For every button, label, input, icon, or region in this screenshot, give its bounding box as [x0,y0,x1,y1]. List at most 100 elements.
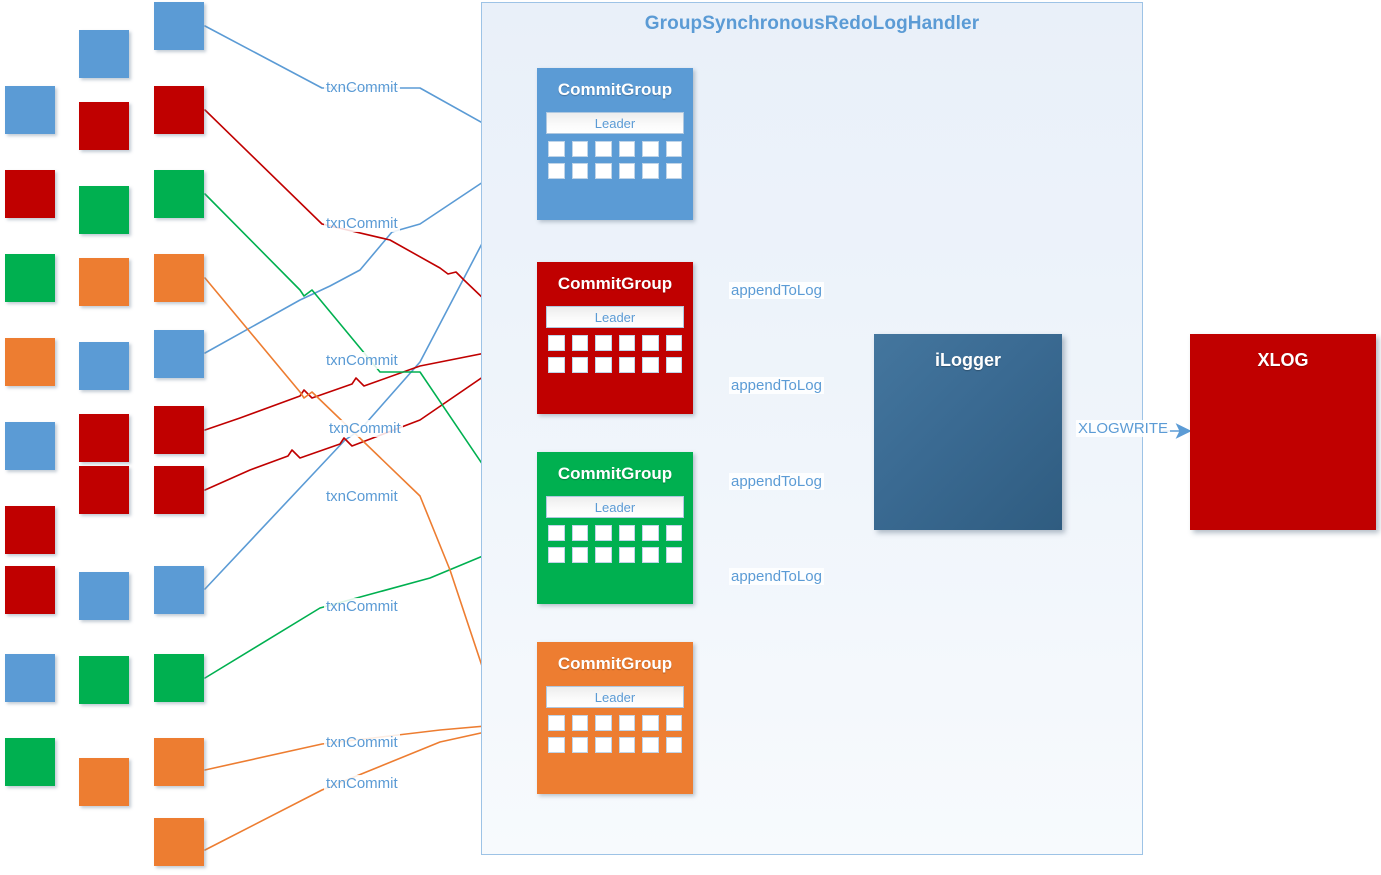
txn-square [79,102,129,150]
txn-square [5,86,55,134]
txn-square [154,170,204,218]
member-cell [665,335,682,351]
append-to-log-label: appendToLog [729,568,824,585]
txn-square [5,738,55,786]
txn-square [154,466,204,514]
txn-square [154,2,204,50]
member-cell [595,547,612,563]
member-cell [571,141,588,157]
member-cell [548,141,565,157]
member-cell [571,737,588,753]
member-cell [665,357,682,373]
member-cell [571,163,588,179]
leader-bar[interactable]: Leader [546,306,684,328]
txn-square [5,566,55,614]
txn-commit-label: txnCommit [324,79,400,96]
xlogwrite-label: XLOGWRITE [1076,420,1171,437]
member-cell [571,357,588,373]
txn-commit-label: txnCommit [324,775,400,792]
txn-square [154,254,204,302]
member-cell [665,547,682,563]
member-cell [642,547,659,563]
member-cell [548,163,565,179]
member-cell [665,737,682,753]
txn-square [5,422,55,470]
append-to-log-label: appendToLog [729,377,824,394]
ilogger-box[interactable]: iLogger [874,334,1062,530]
txn-square [154,738,204,786]
member-cell [618,547,635,563]
member-cell [571,547,588,563]
member-cell-grid [548,141,682,179]
member-cell [618,357,635,373]
member-cell [618,141,635,157]
member-cell-grid [548,525,682,563]
member-cell [618,525,635,541]
member-cell [571,715,588,731]
member-cell [642,163,659,179]
member-cell [595,737,612,753]
txn-square [154,406,204,454]
commit-group-title: CommitGroup [557,80,673,99]
append-to-log-label: appendToLog [729,282,824,299]
member-cell [595,715,612,731]
member-cell [595,357,612,373]
member-cell [548,525,565,541]
txn-square [154,654,204,702]
txn-square [5,506,55,554]
panel-title: GroupSynchronousRedoLogHandler [644,13,980,34]
member-cell [665,525,682,541]
member-cell [571,525,588,541]
member-cell-grid [548,715,682,753]
member-cell [665,141,682,157]
txn-square [154,818,204,866]
member-cell [595,525,612,541]
leader-bar[interactable]: Leader [546,496,684,518]
member-cell [571,335,588,351]
member-cell [548,547,565,563]
txn-square [79,466,129,514]
member-cell [618,335,635,351]
member-cell [595,141,612,157]
member-cell [595,335,612,351]
txn-square [79,758,129,806]
txn-square [5,170,55,218]
txn-commit-label: txnCommit [327,420,403,437]
leader-bar[interactable]: Leader [546,686,684,708]
txn-square [79,30,129,78]
commit-group-title: CommitGroup [557,654,673,673]
member-cell [642,525,659,541]
leader-bar[interactable]: Leader [546,112,684,134]
ilogger-title: iLogger [935,350,1001,370]
member-cell [618,163,635,179]
txn-square [154,566,204,614]
txn-commit-label: txnCommit [324,734,400,751]
member-cell-grid [548,335,682,373]
txn-commit-label: txnCommit [324,598,400,615]
txn-square [79,656,129,704]
txn-square [79,258,129,306]
txn-square [5,338,55,386]
member-cell [618,737,635,753]
member-cell [642,335,659,351]
xlog-box[interactable]: XLOG [1190,334,1376,530]
member-cell [548,357,565,373]
member-cell [548,715,565,731]
txn-commit-label: txnCommit [324,215,400,232]
member-cell [642,141,659,157]
txn-square [79,342,129,390]
txn-square [79,186,129,234]
member-cell [618,715,635,731]
member-cell [642,357,659,373]
txn-square [5,254,55,302]
member-cell [595,163,612,179]
xlog-title: XLOG [1257,350,1309,370]
member-cell [548,335,565,351]
append-to-log-label: appendToLog [729,473,824,490]
member-cell [548,737,565,753]
